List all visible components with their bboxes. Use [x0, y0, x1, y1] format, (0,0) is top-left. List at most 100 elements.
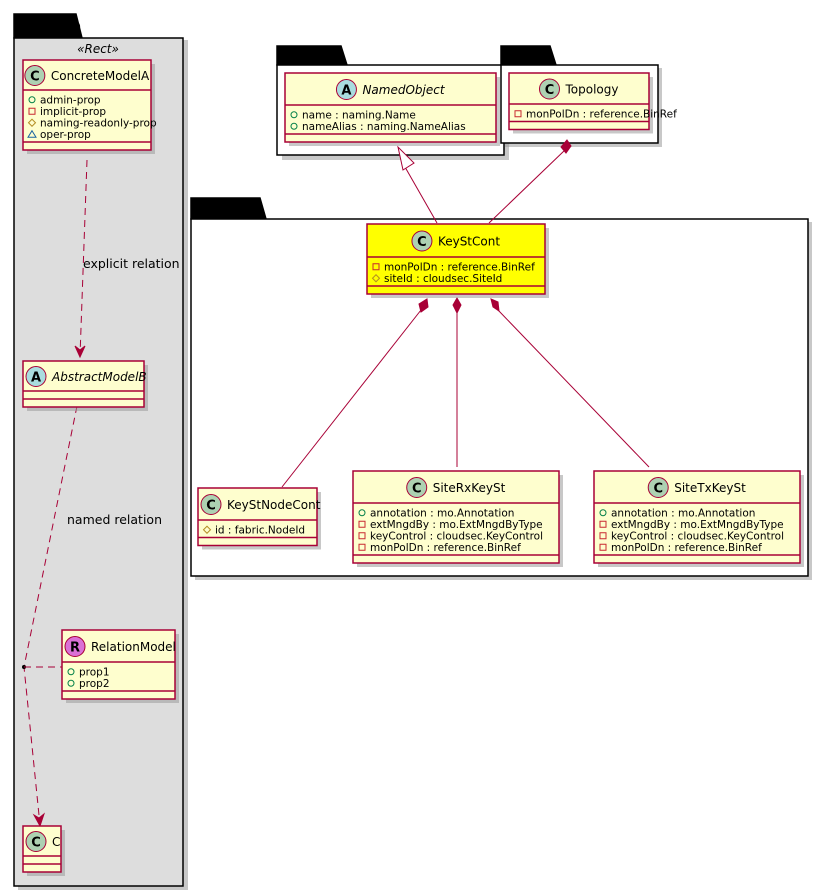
svg-text:siteId : cloudsec.SiteId: siteId : cloudsec.SiteId	[384, 273, 502, 285]
public-visibility-icon	[28, 96, 36, 104]
class-spot-icon: C	[25, 831, 47, 852]
abstract-spot-icon: A	[25, 366, 47, 387]
class-attribute: oper-prop	[27, 129, 91, 141]
svg-text:monPolDn : reference.BinRef: monPolDn : reference.BinRef	[526, 109, 677, 121]
public-visibility-icon	[599, 509, 607, 517]
composition-diamond-icon	[418, 298, 429, 313]
svg-text:oper-prop: oper-prop	[40, 129, 91, 141]
class-topology[interactable]: C Topology monPolDn : reference.BinRef	[508, 72, 677, 134]
private-visibility-icon	[514, 110, 522, 118]
private-visibility-icon	[599, 543, 607, 551]
class-box	[508, 72, 650, 131]
class-attribute: keyControl : cloudsec.KeyControl	[358, 531, 543, 543]
package-legend: LEGEND «Rect»	[13, 13, 188, 890]
private-visibility-icon	[358, 520, 366, 528]
class-attribute: extMngdBy : mo.ExtMngdByType	[358, 519, 543, 531]
class-attribute: admin-prop	[28, 95, 101, 107]
svg-text:admin-prop: admin-prop	[40, 95, 101, 107]
package-visibility-icon	[27, 129, 37, 138]
public-visibility-icon	[358, 509, 366, 517]
svg-text:C: C	[206, 498, 216, 513]
class-concrete-model-a[interactable]: C ConcreteModelA admin-propimplicit-propna…	[22, 59, 157, 154]
package-name: naming	[281, 48, 340, 64]
class-name: RelationModel	[91, 640, 176, 654]
package-name: cloudsec	[195, 202, 264, 218]
class-attribute: siteId : cloudsec.SiteId	[371, 273, 502, 285]
composition-line-topology	[488, 149, 566, 224]
class-spot-icon: C	[539, 78, 560, 100]
private-visibility-icon	[599, 520, 607, 528]
class-spot-icon: C	[406, 477, 428, 498]
class-attribute: monPolDn : reference.BinRef	[599, 542, 762, 554]
private-visibility-icon	[372, 263, 380, 271]
svg-text:C: C	[653, 481, 663, 496]
svg-text:R: R	[70, 640, 80, 655]
composition-diamond-icon	[560, 139, 572, 154]
explicit-relation-label: explicit relation	[83, 256, 180, 271]
composition-diamond-icon	[490, 298, 500, 313]
inheritance-line	[404, 166, 438, 224]
protected-visibility-icon	[27, 118, 37, 127]
class-box	[352, 470, 560, 564]
public-visibility-icon	[290, 111, 298, 119]
class-attribute: keyControl : cloudsec.KeyControl	[599, 531, 784, 543]
abstract-spot-icon: A	[335, 79, 357, 100]
svg-text:extMngdBy : mo.ExtMngdByType: extMngdBy : mo.ExtMngdByType	[370, 519, 543, 531]
class-attribute: id : fabric.NodeId	[202, 525, 305, 537]
class-attribute: prop1	[67, 667, 110, 679]
svg-text:naming-readonly-prop: naming-readonly-prop	[40, 118, 157, 130]
class-spot-icon: C	[647, 477, 669, 498]
svg-text:monPolDn : reference.BinRef: monPolDn : reference.BinRef	[384, 262, 535, 274]
private-visibility-icon	[28, 107, 36, 115]
svg-text:implicit-prop: implicit-prop	[40, 106, 106, 118]
package-name: fabric	[504, 48, 550, 64]
private-visibility-icon	[358, 532, 366, 540]
class-name: Topology	[565, 82, 619, 96]
svg-text:extMngdBy : mo.ExtMngdByType: extMngdBy : mo.ExtMngdByType	[611, 519, 784, 531]
private-visibility-icon	[358, 543, 366, 551]
private-visibility-icon	[599, 532, 607, 540]
class-name: ConcreteModelA	[51, 69, 150, 83]
composition-diamond-icon	[452, 296, 462, 315]
explicit-relation-line	[79, 159, 88, 357]
protected-visibility-icon	[371, 274, 381, 283]
class-attribute: extMngdBy : mo.ExtMngdByType	[599, 519, 784, 531]
svg-text:keyControl : cloudsec.KeyContr: keyControl : cloudsec.KeyControl	[370, 531, 543, 543]
svg-text:C: C	[30, 69, 40, 84]
class-attribute: implicit-prop	[28, 106, 106, 118]
svg-text:C: C	[417, 235, 427, 250]
class-name: KeyStNodeCont	[227, 498, 321, 512]
svg-text:nameAlias : naming.NameAlias: nameAlias : naming.NameAlias	[302, 121, 466, 133]
composition-line-nodecont	[281, 309, 422, 488]
class-box	[284, 72, 497, 143]
relation-spot-icon: R	[64, 636, 86, 657]
package-name: LEGEND	[18, 20, 81, 36]
arrow-head-icon	[74, 345, 86, 359]
class-keystnodecont[interactable]: C KeyStNodeCont id : fabric.NodeId	[197, 487, 321, 550]
svg-text:id : fabric.NodeId: id : fabric.NodeId	[215, 525, 305, 537]
class-name: C	[52, 835, 60, 849]
class-attribute: prop2	[67, 678, 110, 690]
public-visibility-icon	[290, 122, 298, 130]
class-attribute: monPolDn : reference.BinRef	[372, 262, 535, 274]
class-attribute: annotation : mo.Annotation	[358, 508, 514, 520]
package-body	[13, 37, 184, 887]
class-attribute: nameAlias : naming.NameAlias	[290, 121, 466, 133]
svg-text:annotation : mo.Annotation: annotation : mo.Annotation	[370, 508, 514, 520]
svg-text:C: C	[412, 481, 422, 496]
class-spot-icon: C	[200, 494, 222, 515]
svg-text:C: C	[545, 83, 555, 98]
class-attribute: name : naming.Name	[290, 110, 416, 122]
class-attribute: annotation : mo.Annotation	[599, 508, 755, 520]
arrow-head-icon	[32, 812, 46, 828]
relations: explicit relation named relation	[22, 139, 650, 828]
